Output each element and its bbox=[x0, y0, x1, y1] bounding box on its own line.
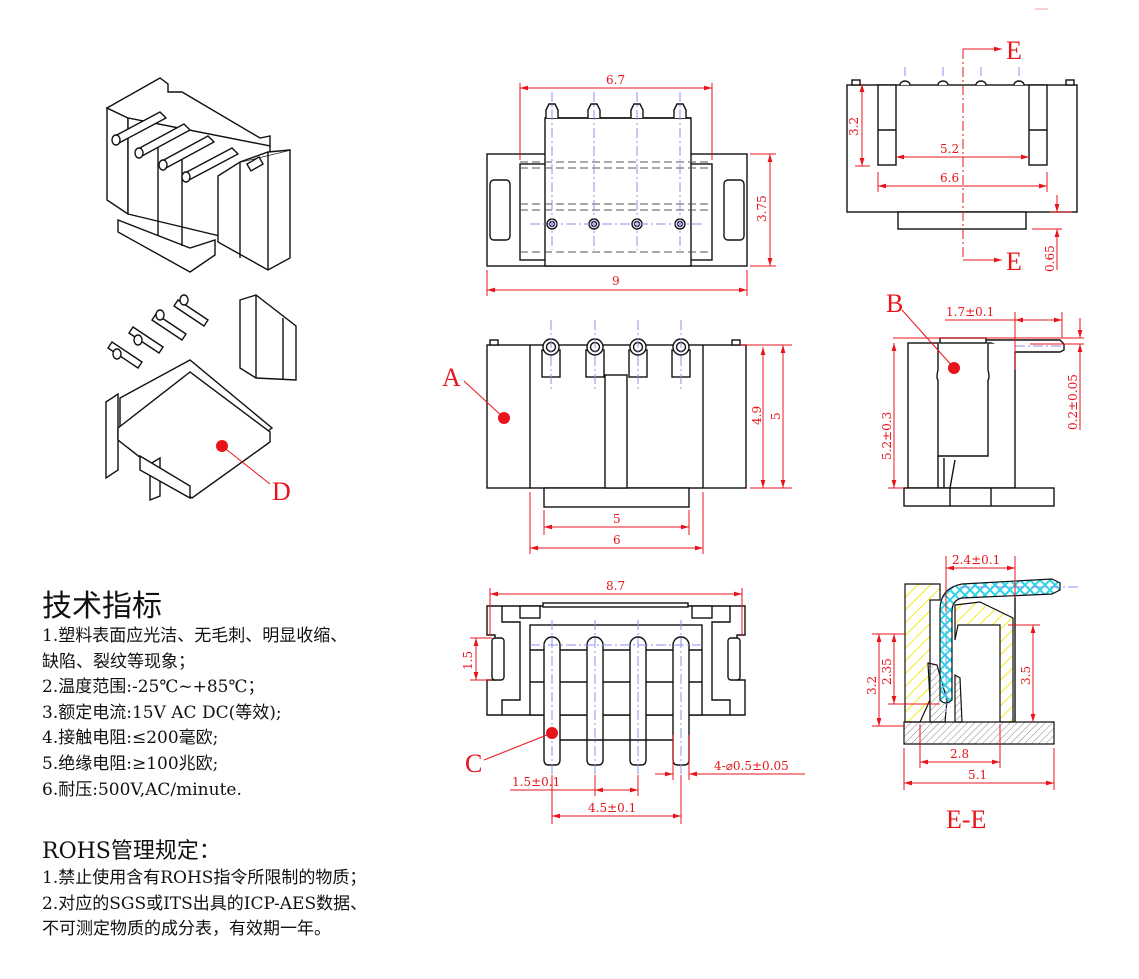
dim-bottom-span: 4.5±0.1 bbox=[588, 801, 636, 815]
section-view-e-e: 2.4±0.1 3.2 2.35 3.5 2.8 5.1 E-E bbox=[865, 553, 1080, 834]
isometric-view-top bbox=[105, 77, 291, 273]
marker-label-d: D bbox=[272, 477, 291, 506]
dim-depth: 3.75 bbox=[755, 195, 769, 222]
spec-line: 1.塑料表面应光洁、无毛刺、明显收缩、 bbox=[42, 626, 348, 646]
dim-top-width: 6.7 bbox=[606, 73, 625, 87]
dim-front-h2: 5 bbox=[769, 412, 783, 420]
dim-bottom-pin-diameter: 4-⌀0.5±0.05 bbox=[714, 759, 789, 773]
spec-line: 2.温度范围:-25℃~+85℃； bbox=[42, 677, 265, 698]
dim-bottom-width: 8.7 bbox=[606, 579, 625, 593]
dim-total-width: 9 bbox=[612, 274, 620, 288]
dim-end-offset: 0.65 bbox=[1043, 245, 1057, 272]
spec-line: 5.绝缘电阻:≥100兆欧; bbox=[42, 753, 219, 774]
rohs-line: 2.对应的SGS或ITS出具的ICP-AES数据、 bbox=[42, 893, 368, 914]
tech-specs-title: 技术指标 bbox=[42, 589, 162, 624]
dim-section-base-outer: 5.1 bbox=[968, 768, 987, 782]
front-view: A 4.9 5 5 6 bbox=[442, 320, 792, 554]
dim-section-base-inner: 2.8 bbox=[950, 747, 969, 761]
dim-section-h-left: 3.2 bbox=[865, 676, 879, 695]
marker-label-a: A bbox=[442, 363, 461, 392]
rohs-title: ROHS管理规定： bbox=[42, 839, 221, 864]
dim-section-h-right: 3.5 bbox=[1019, 666, 1033, 685]
spec-line: 4.接触电阻:≤200毫欧; bbox=[42, 728, 219, 749]
dim-front-base-outer: 6 bbox=[613, 533, 621, 547]
dim-side-pin-offset: 0.2±0.05 bbox=[1066, 374, 1080, 430]
dim-front-h1: 4.9 bbox=[750, 406, 764, 425]
dim-front-base-inner: 5 bbox=[613, 512, 621, 526]
bottom-view: C 8.7 1.5 1.5±0.1 4.5±0.1 4-⌀0.5±0.05 bbox=[461, 579, 805, 824]
dim-bottom-slot: 1.5 bbox=[461, 651, 475, 670]
rohs-rules: ROHS管理规定： 1.禁止使用含有ROHS指令所限制的物质； 2.对应的SGS… bbox=[42, 838, 367, 943]
dim-end-inner: 5.2 bbox=[940, 142, 959, 156]
dim-section-h-inner: 2.35 bbox=[880, 658, 894, 685]
section-label: E-E bbox=[946, 805, 986, 834]
end-view: E E 3.2 5.2 6.6 0.65 bbox=[846, 36, 1078, 276]
marker-label-c: C bbox=[465, 749, 482, 778]
dim-end-outer: 6.6 bbox=[940, 171, 959, 185]
marker-label-b: B bbox=[886, 289, 903, 318]
spec-line: 6.耐压:500V,AC/minute. bbox=[42, 779, 242, 800]
rohs-line: 不可测定物质的成分表，有效期一年。 bbox=[42, 919, 331, 940]
isometric-view-bottom: D bbox=[105, 294, 297, 506]
spec-line: 3.额定电流:15V AC DC(等效); bbox=[42, 702, 282, 723]
spec-line: 缺陷、裂纹等现象； bbox=[42, 651, 195, 672]
dim-side-height: 5.2±0.3 bbox=[880, 412, 894, 460]
side-view: B 1.7±0.1 0.2±0.05 5.2±0.3 bbox=[880, 289, 1084, 507]
dim-bottom-pitch: 1.5±0.1 bbox=[512, 775, 560, 789]
tech-specs: 技术指标 1.塑料表面应光洁、无毛刺、明显收缩、 缺陷、裂纹等现象； 2.温度范… bbox=[42, 590, 347, 803]
dim-section-top: 2.4±0.1 bbox=[952, 553, 1000, 567]
section-marker-e-top: E bbox=[1006, 36, 1022, 65]
section-marker-e-bottom: E bbox=[1006, 247, 1022, 276]
top-view: 6.7 9 3.75 bbox=[486, 73, 776, 296]
rohs-line: 1.禁止使用含有ROHS指令所限制的物质； bbox=[42, 868, 367, 888]
dim-side-pin-length: 1.7±0.1 bbox=[946, 305, 994, 319]
pins-iso-top bbox=[111, 111, 240, 183]
dim-end-height: 3.2 bbox=[847, 117, 861, 136]
